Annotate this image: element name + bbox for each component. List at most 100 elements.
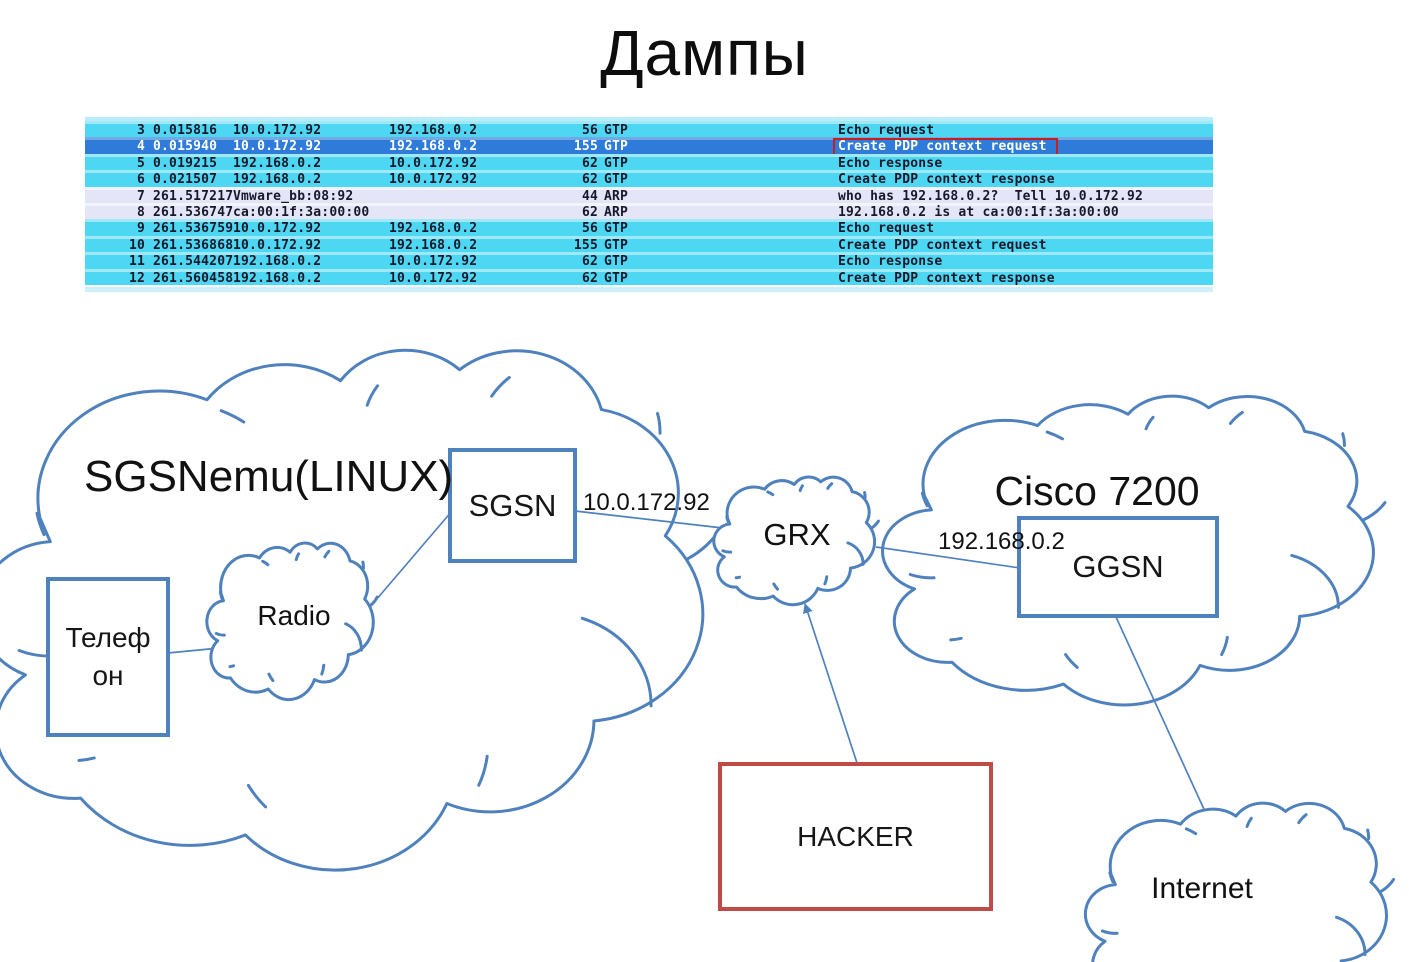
connector-ggsn-internet	[1115, 616, 1209, 819]
cell-time: 261.536868	[153, 237, 234, 253]
cell-info: Echo request	[838, 123, 935, 138]
phone-node: Телефон	[46, 577, 170, 737]
cell-length: 155	[573, 237, 598, 253]
cell-source: 192.168.0.2	[233, 270, 322, 286]
cell-no: 4	[136, 139, 145, 155]
cell-source: 10.0.172.92	[233, 123, 322, 138]
cell-destination: 10.0.172.92	[389, 270, 478, 286]
radio-cloud-label: Radio	[257, 600, 331, 631]
connector-sgsn-grx	[574, 510, 741, 531]
cell-info: Echo response	[838, 254, 943, 270]
cell-info: who has 192.168.0.2? Tell 10.0.172.92	[838, 188, 1144, 204]
hacker-node-label: HACKER	[797, 820, 914, 852]
packet-row[interactable]: 5 0.019215 192.168.0.2 10.0.172.92 62 GTP Echo…	[85, 153, 1213, 171]
cell-info: Echo request	[838, 221, 935, 237]
cell-length: 62	[581, 270, 598, 286]
cell-info: Create PDP context request	[838, 237, 1047, 253]
sgsn-ip-label: 10.0.172.92	[583, 489, 710, 516]
cell-destination: 192.168.0.2	[389, 139, 478, 155]
cell-length: 56	[581, 221, 598, 237]
cell-length: 155	[573, 139, 598, 155]
cisco-cloud-label: Cisco 7200	[994, 468, 1200, 514]
cloud-inner	[910, 412, 1385, 667]
cell-info: 192.168.0.2 is at ca:00:1f:3a:00:00	[838, 204, 1119, 220]
cloud-inner	[216, 551, 377, 680]
cell-protocol: GTP	[604, 139, 629, 155]
cloud-radio	[207, 543, 377, 699]
cell-destination: 192.168.0.2	[389, 221, 478, 237]
cell-source: 10.0.172.92	[233, 221, 322, 237]
cell-protocol: GTP	[604, 237, 629, 253]
cloud-inner	[1102, 815, 1393, 962]
hacker-node: HACKER	[718, 762, 993, 911]
cell-time: 261.517217	[153, 188, 234, 204]
cloud-inner	[723, 484, 879, 589]
cell-length: 44	[581, 188, 598, 204]
connector-grx-ggsn	[875, 546, 1021, 569]
cell-protocol: GTP	[604, 221, 629, 237]
cell-no: 10	[128, 237, 145, 253]
cell-destination: 10.0.172.92	[389, 172, 478, 188]
sgsnemu-cloud-label: SGSNemu(LINUX)	[84, 452, 454, 501]
cell-no: 5	[136, 155, 145, 171]
cell-time: 261.536759	[153, 221, 234, 237]
cell-time: 0.021507	[153, 172, 218, 188]
slide-title: Дампы	[600, 17, 809, 89]
sgsn-node: SGSN	[448, 448, 577, 563]
cell-protocol: GTP	[604, 172, 629, 188]
cell-length: 62	[581, 172, 598, 188]
cell-length: 62	[581, 204, 598, 220]
cell-destination: 192.168.0.2	[389, 123, 478, 138]
cell-protocol: ARP	[604, 188, 629, 204]
cell-protocol: GTP	[604, 123, 629, 138]
cell-time: 261.544207	[153, 254, 234, 270]
phone-node-label: Телефон	[65, 622, 151, 691]
cell-source: ca:00:1f:3a:00:00	[233, 204, 370, 220]
cell-destination: 10.0.172.92	[389, 254, 478, 270]
cell-no: 8	[136, 204, 145, 220]
ggsn-ip-label: 192.168.0.2	[938, 528, 1065, 555]
table-top-strip	[85, 117, 1213, 121]
cell-time: 0.015940	[153, 139, 218, 155]
table-bottom-strip	[85, 286, 1213, 292]
grx-cloud-label: GRX	[763, 517, 831, 552]
cell-protocol: GTP	[604, 270, 629, 286]
cloud-internet	[1085, 803, 1393, 962]
cell-length: 56	[581, 123, 598, 138]
cell-source: 192.168.0.2	[233, 155, 322, 171]
cell-length: 62	[581, 155, 598, 171]
cell-protocol: GTP	[604, 155, 629, 171]
cell-source: 192.168.0.2	[233, 254, 322, 270]
internet-cloud-label: Internet	[1151, 872, 1253, 905]
cell-time: 0.015816	[153, 123, 218, 138]
sgsn-node-label: SGSN	[468, 487, 557, 523]
cell-protocol: GTP	[604, 254, 629, 270]
cell-source: 10.0.172.92	[233, 237, 322, 253]
cell-time: 261.536747	[153, 204, 234, 220]
cloud-grx	[714, 477, 879, 605]
cell-no: 7	[136, 188, 145, 204]
cell-time: 0.019215	[153, 155, 218, 171]
cell-info: Create PDP context response	[838, 172, 1055, 188]
cell-source: 10.0.172.92	[233, 139, 322, 155]
cell-no: 9	[136, 221, 145, 237]
cell-source: 192.168.0.2	[233, 172, 322, 188]
cell-no: 12	[128, 270, 145, 286]
cell-info: Echo response	[838, 155, 943, 171]
connector-radio-sgsn	[369, 510, 453, 608]
cell-time: 261.560458	[153, 270, 234, 286]
cell-source: Vmware_bb:08:92	[233, 188, 354, 204]
cell-destination: 10.0.172.92	[389, 155, 478, 171]
cell-no: 11	[128, 254, 145, 270]
